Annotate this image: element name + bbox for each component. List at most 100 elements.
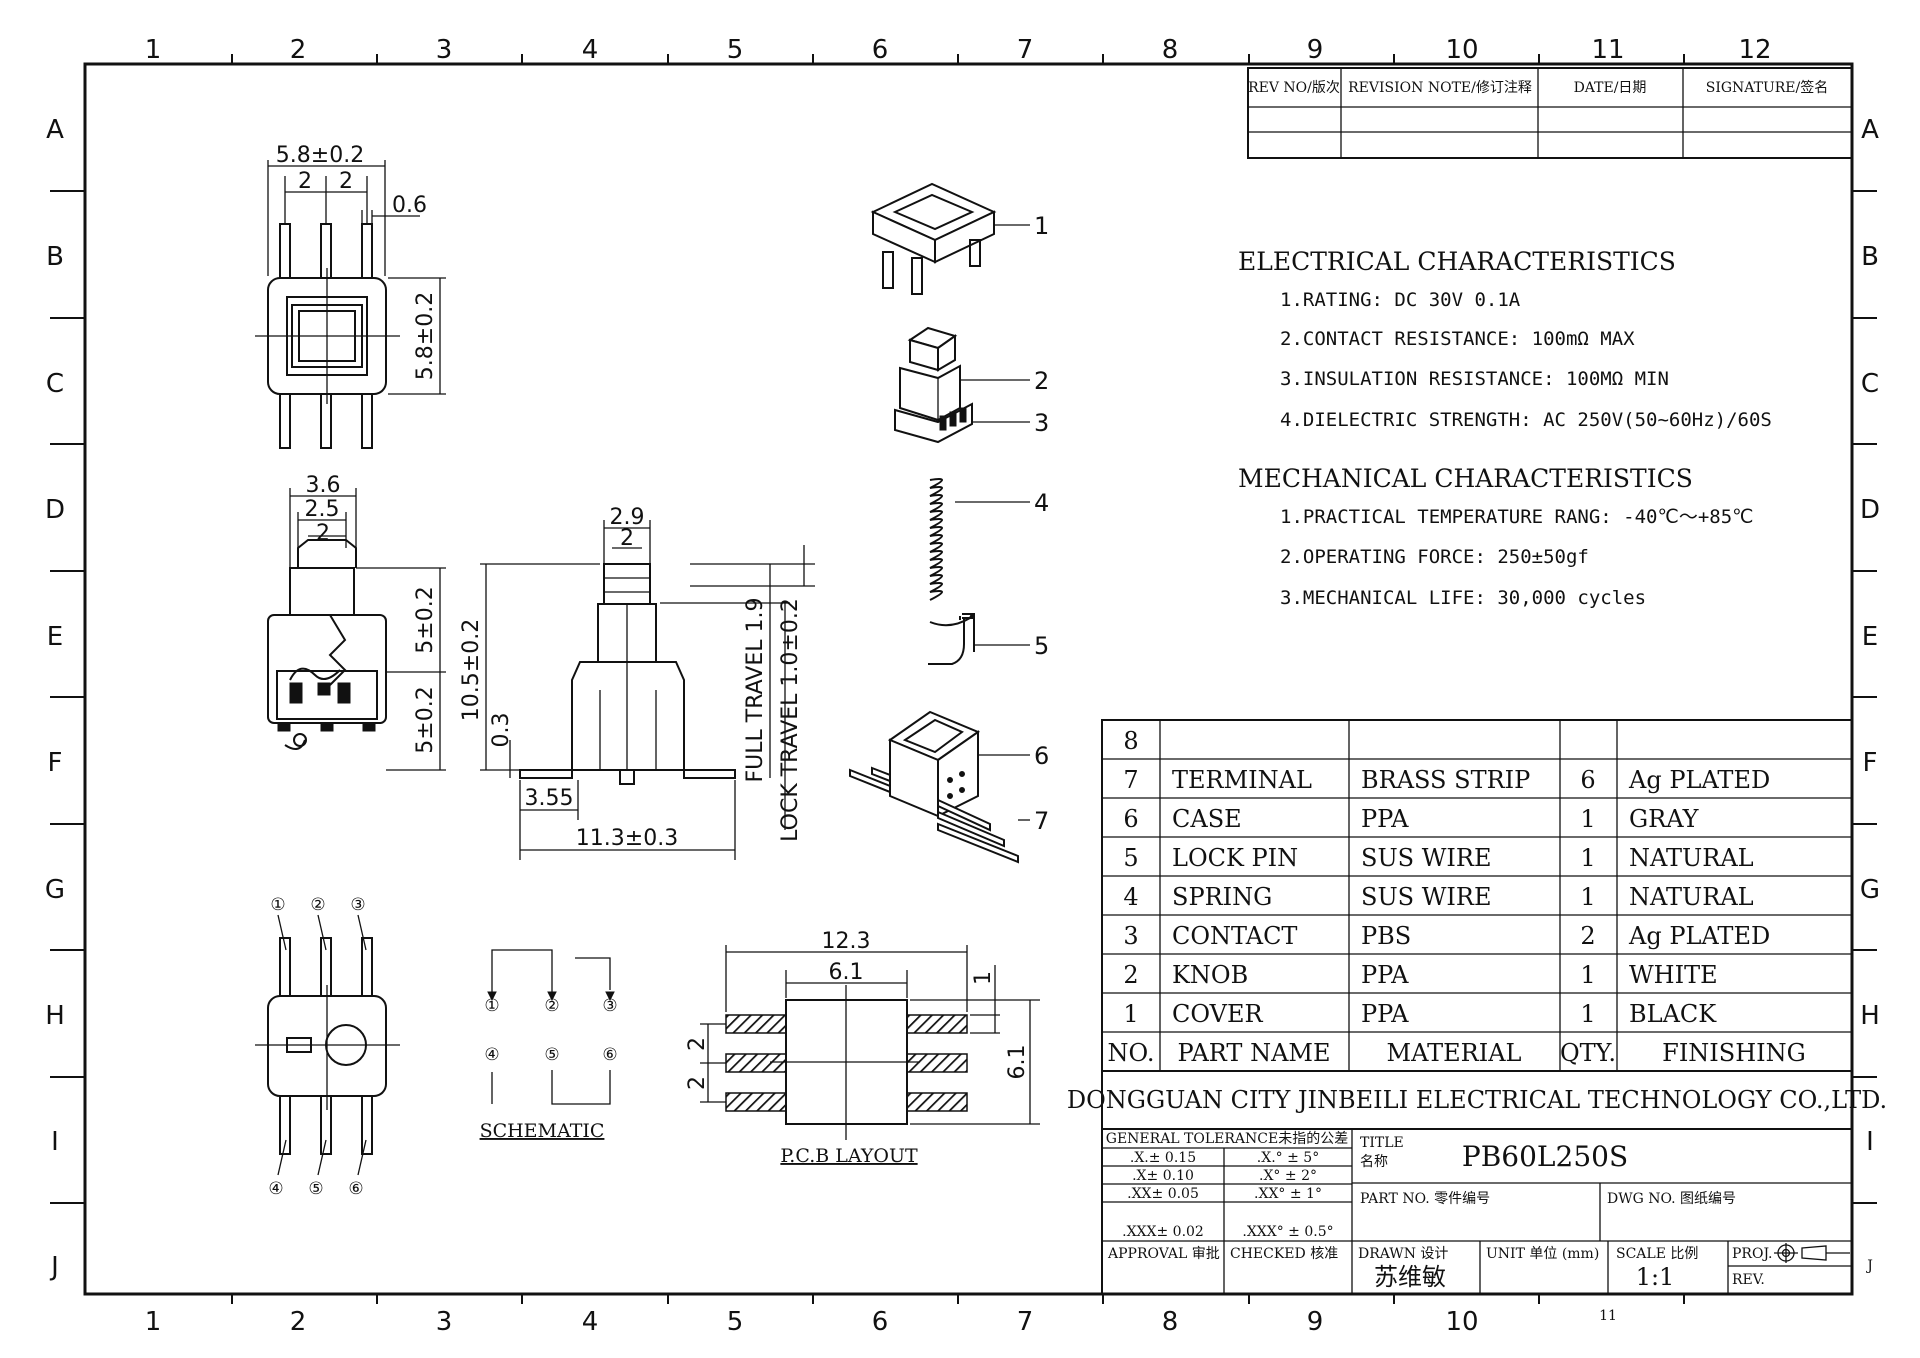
dim-side-h-upper: 5±0.2 — [413, 586, 438, 653]
pin-label-1: ① — [270, 895, 285, 915]
bom-row-5-part: LOCK PIN — [1172, 844, 1298, 872]
dim-top-height: 5.8±0.2 — [413, 292, 438, 380]
dim-pcb-pitch-a: 2 — [685, 1037, 710, 1051]
dim-front-total: 11.3±0.3 — [576, 826, 678, 851]
bom-row-5-no: 5 — [1123, 844, 1138, 872]
bom-row-1-material: PPA — [1361, 1000, 1409, 1028]
dim-side-h-lower: 5±0.2 — [413, 686, 438, 753]
bom-row-3-qty: 2 — [1580, 922, 1595, 950]
tolerance-row-2-angular: .X° ± 2° — [1259, 1168, 1317, 1184]
bom-row-3-material: PBS — [1361, 922, 1411, 950]
signature-header: SIGNATURE/签名 — [1706, 79, 1829, 96]
grid-row-g: G — [45, 875, 65, 905]
pin-label-4: ④ — [268, 1179, 283, 1199]
drawing-frame — [50, 54, 1877, 1304]
electrical-heading: ELECTRICAL CHARACTERISTICS — [1238, 247, 1676, 276]
grid-col-1: 1 — [145, 35, 162, 65]
grid-col-6: 6 — [872, 35, 889, 65]
pin-label-5: ⑤ — [308, 1179, 323, 1199]
grid-row-d-right: D — [1860, 495, 1880, 525]
grid-row-e: E — [47, 622, 63, 652]
bom-row-3-no: 3 — [1123, 922, 1138, 950]
grid-column-labels-top: 1 2 3 4 5 6 7 8 9 10 11 12 — [145, 35, 1772, 65]
grid-col-1-bottom: 1 — [145, 1307, 162, 1337]
dim-pcb-pad-height: 1 — [971, 971, 996, 985]
callout-7: 7 — [1034, 807, 1049, 835]
dim-lock-travel: LOCK TRAVEL 1.0±0.2 — [778, 598, 803, 842]
dim-top-pitch-b: 2 — [339, 169, 353, 194]
bom-row-4-material: SUS WIRE — [1361, 883, 1491, 911]
dim-top-width: 5.8±0.2 — [276, 143, 364, 168]
grid-col-5: 5 — [727, 35, 744, 65]
exploded-view: 1 2 3 4 5 6 7 — [849, 182, 1049, 864]
grid-row-h-right: H — [1860, 1001, 1880, 1031]
pcb-layout: 12.3 6.1 1 6.1 2 2 P.C.B LAYOUT — [685, 929, 1040, 1167]
grid-row-e-right: E — [1862, 622, 1878, 652]
grid-row-j-right: J — [1865, 1258, 1873, 1274]
electrical-item-2: 2.CONTACT RESISTANCE: 100mΩ MAX — [1280, 328, 1635, 350]
bom-row-4-finish: NATURAL — [1629, 883, 1754, 911]
grid-col-10: 10 — [1445, 35, 1478, 65]
grid-col-12: 12 — [1738, 35, 1771, 65]
sheet-mark: 11 — [1599, 1308, 1617, 1324]
bom-row-8-no: 8 — [1123, 727, 1138, 755]
bom-row-5-finish: NATURAL — [1629, 844, 1754, 872]
bom-row-4-no: 4 — [1123, 883, 1138, 911]
bom-row-7-qty: 6 — [1580, 766, 1595, 794]
grid-col-2: 2 — [290, 35, 307, 65]
grid-column-labels-bottom: 1 2 3 4 5 6 7 8 9 10 — [145, 1307, 1479, 1337]
grid-row-i: I — [51, 1127, 59, 1157]
grid-row-b-right: B — [1861, 242, 1879, 272]
bom-row-4-qty: 1 — [1580, 883, 1595, 911]
bom-header-finish: FINISHING — [1662, 1039, 1806, 1067]
bom-header-part: PART NAME — [1178, 1039, 1331, 1067]
part-terminal — [849, 766, 1030, 864]
tolerance-row-4-angular: .XXX° ± 0.5° — [1242, 1224, 1333, 1240]
schematic-pin-6: ⑥ — [602, 1045, 617, 1065]
schematic-label: SCHEMATIC — [480, 1120, 605, 1142]
projection-symbol-icon — [1774, 1243, 1850, 1263]
bom-row-2-part: KNOB — [1172, 961, 1248, 989]
drawing-title: PB60L250S — [1462, 1140, 1628, 1173]
electrical-characteristics: ELECTRICAL CHARACTERISTICS 1.RATING: DC … — [1238, 247, 1772, 431]
grid-col-10-bottom: 10 — [1445, 1307, 1478, 1337]
bom-row-6-material: PPA — [1361, 805, 1409, 833]
bom-row-7-finish: Ag PLATED — [1628, 766, 1770, 794]
grid-row-g-right: G — [1860, 875, 1880, 905]
dim-front-height: 10.5±0.2 — [459, 619, 484, 721]
mechanical-heading: MECHANICAL CHARACTERISTICS — [1238, 464, 1693, 493]
grid-col-8: 8 — [1162, 35, 1179, 65]
part-contact — [894, 402, 1030, 444]
bom-row-7-material: BRASS STRIP — [1361, 766, 1530, 794]
grid-col-4: 4 — [582, 35, 599, 65]
grid-col-5-bottom: 5 — [727, 1307, 744, 1337]
bom-header-material: MATERIAL — [1387, 1039, 1522, 1067]
bom-row-7-part: TERMINAL — [1172, 766, 1312, 794]
bom-row-2-qty: 1 — [1580, 961, 1595, 989]
checked-label: CHECKED 核准 — [1230, 1246, 1338, 1262]
approval-label: APPROVAL 审批 — [1107, 1246, 1220, 1262]
scale-label: SCALE 比例 — [1616, 1246, 1698, 1262]
dim-pcb-total: 12.3 — [822, 929, 871, 954]
tolerance-heading: GENERAL TOLERANCE未指的公差 — [1106, 1131, 1348, 1147]
grid-col-6-bottom: 6 — [872, 1307, 889, 1337]
tolerance-row-3-angular: .XX° ± 1° — [1254, 1186, 1322, 1202]
grid-col-9: 9 — [1307, 35, 1324, 65]
dim-pcb-height: 6.1 — [1005, 1045, 1030, 1080]
part-cover — [870, 182, 1030, 295]
callout-2: 2 — [1034, 367, 1049, 395]
grid-row-a-right: A — [1861, 115, 1879, 145]
grid-row-f: F — [48, 748, 63, 778]
bom-row-6-qty: 1 — [1580, 805, 1595, 833]
mechanical-item-2: 2.OPERATING FORCE: 250±50gf — [1280, 546, 1589, 568]
schematic-pin-3: ③ — [602, 996, 617, 1016]
dim-side-w3: 2 — [316, 521, 330, 546]
mechanical-item-1: 1.PRACTICAL TEMPERATURE RANG: -40℃～+85℃ — [1280, 506, 1753, 528]
grid-row-d: D — [45, 495, 65, 525]
electrical-item-4: 4.DIELECTRIC STRENGTH: AC 250V(50~60Hz)/… — [1280, 409, 1772, 431]
mechanical-item-3: 3.MECHANICAL LIFE: 30,000 cycles — [1280, 587, 1646, 609]
schematic: ① ② ③ ④ ⑤ ⑥ SCHEMATIC — [480, 949, 618, 1142]
rev-label: REV. — [1732, 1272, 1765, 1288]
grid-row-f-right: F — [1863, 748, 1878, 778]
tolerance-row-4-linear: .XXX± 0.02 — [1122, 1224, 1204, 1240]
